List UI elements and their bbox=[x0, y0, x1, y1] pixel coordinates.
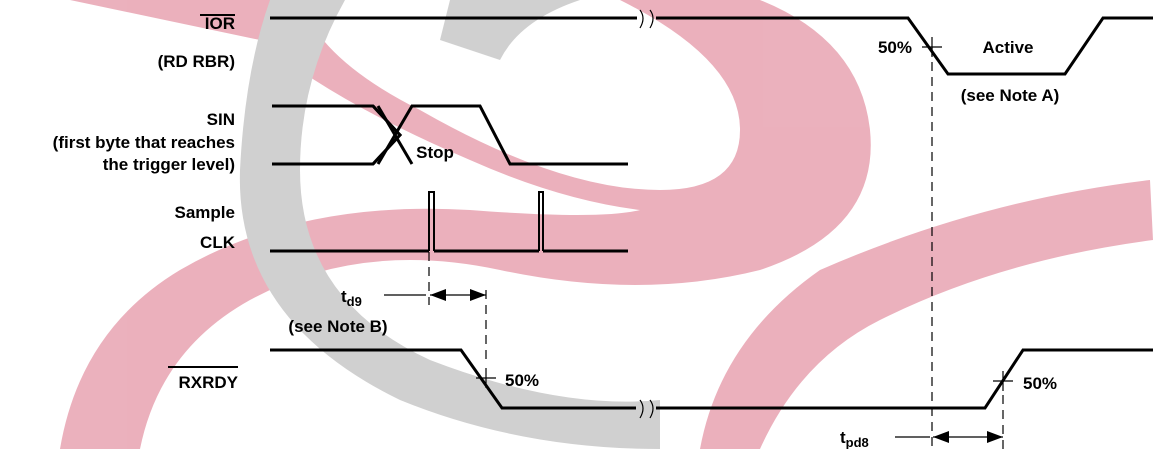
sample-line1: Sample bbox=[175, 203, 235, 222]
td9-note: (see Note B) bbox=[288, 317, 387, 336]
td9-arrow-left bbox=[430, 289, 446, 301]
sin-sub2: the trigger level) bbox=[103, 155, 235, 174]
sin-name: SIN bbox=[207, 110, 235, 129]
watermark-red-swoosh bbox=[60, 0, 871, 449]
rxrdy-name: RXRDY bbox=[178, 373, 238, 392]
tpd8-arrow-right bbox=[987, 431, 1003, 443]
ior-break-mark bbox=[639, 9, 654, 29]
rxrdy-50-rise-label: 50% bbox=[1023, 374, 1057, 393]
sin-label: SIN (first byte that reaches the trigger… bbox=[53, 110, 235, 174]
td9-timing: td9 (see Note B) bbox=[288, 252, 487, 360]
sin-cross-right bbox=[376, 105, 414, 165]
watermark-gray-arc bbox=[239, 0, 660, 449]
ior-name: IOR bbox=[205, 14, 235, 33]
td9-label: td9 bbox=[341, 287, 362, 309]
rxrdy-break-mark bbox=[639, 399, 654, 419]
ior-label: IOR (RD RBR) bbox=[158, 14, 235, 71]
clk-pulse-2 bbox=[538, 191, 544, 251]
watermark-gray-arc-upper bbox=[440, 0, 580, 60]
clk-pulse-1 bbox=[428, 191, 435, 251]
rxrdy-rise bbox=[656, 348, 1153, 410]
tpd8-timing: tpd8 bbox=[840, 47, 1004, 449]
rxrdy-waveform: 50% 50% bbox=[270, 348, 1153, 419]
ior-high-right bbox=[656, 16, 1153, 76]
sin-stop-bit bbox=[376, 104, 628, 166]
rxrdy-label: RXRDY bbox=[168, 366, 239, 392]
rxrdy-50-fall-label: 50% bbox=[505, 371, 539, 390]
ior-active-label: Active bbox=[982, 38, 1033, 57]
ior-note-a: (see Note A) bbox=[961, 86, 1060, 105]
sample-clk-waveform bbox=[270, 191, 628, 253]
td9-arrow-right bbox=[470, 289, 486, 301]
watermark-red-tail bbox=[700, 180, 1153, 449]
rxrdy-fall bbox=[270, 348, 636, 410]
watermark-logo bbox=[60, 0, 1153, 449]
sin-sub1: (first byte that reaches bbox=[53, 133, 235, 152]
sample-clk-label: Sample CLK bbox=[175, 203, 236, 252]
ior-sub: (RD RBR) bbox=[158, 52, 235, 71]
sin-waveform: Stop bbox=[272, 104, 628, 166]
tpd8-arrow-left bbox=[933, 431, 949, 443]
ior-50-label: 50% bbox=[878, 38, 912, 57]
tpd8-label: tpd8 bbox=[840, 428, 869, 449]
sin-stop-label: Stop bbox=[416, 143, 454, 162]
sample-line2: CLK bbox=[200, 233, 236, 252]
